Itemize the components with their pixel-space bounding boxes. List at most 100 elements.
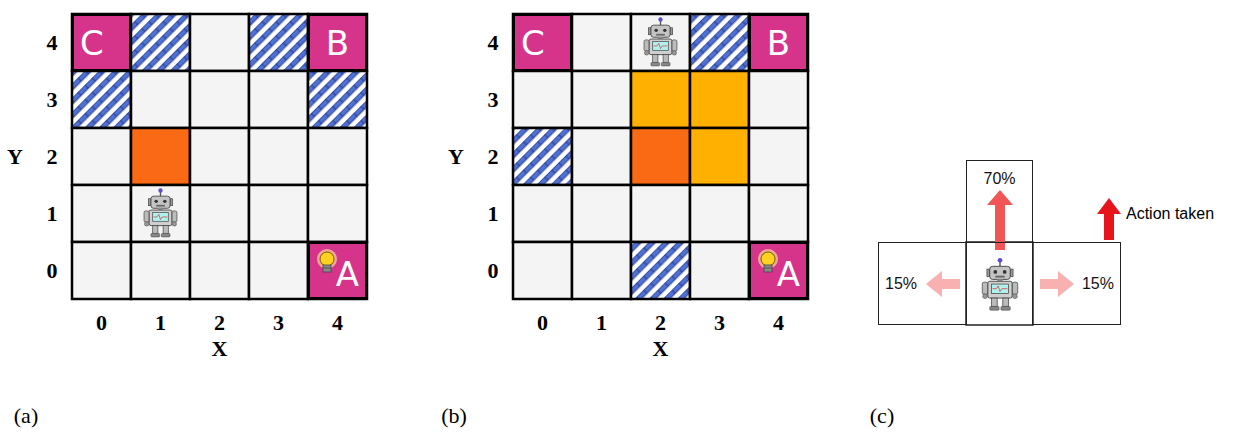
grid-cell: [72, 128, 131, 185]
tick-label: 3: [488, 89, 499, 111]
goal-cell: [308, 242, 367, 299]
probability-text: 15%: [1082, 276, 1114, 292]
panel-label: (b): [441, 405, 467, 427]
axis-label: Y: [7, 146, 23, 168]
tick-label: 1: [596, 312, 607, 334]
slip-arrow: [1040, 271, 1074, 297]
robot-icon: [644, 17, 677, 66]
grid-cell: [72, 242, 131, 299]
probability-text: 70%: [983, 171, 1015, 187]
tick-label: 1: [47, 203, 58, 225]
grid-cell: [572, 128, 631, 185]
tick-label: 2: [655, 312, 666, 334]
legend-arrow: [1097, 198, 1121, 240]
obstacle-cell: [690, 14, 749, 71]
goal-cell: [749, 14, 808, 71]
tick-label: 3: [273, 312, 284, 334]
tick-label: 3: [714, 312, 725, 334]
grid-cell: [690, 185, 749, 242]
grid-cell: [572, 185, 631, 242]
goal-cell-box: B: [749, 14, 808, 71]
grid-cell: [690, 242, 749, 299]
grid-cell: [631, 14, 690, 71]
grid-cell: [249, 128, 308, 185]
grid-cell: [749, 185, 808, 242]
cell-letter: A: [336, 257, 359, 291]
goal-cell-box: B: [308, 14, 367, 71]
tick-label: 4: [488, 32, 499, 54]
slip-arrow: [926, 271, 960, 297]
grid-cell: [190, 128, 249, 185]
grid-cell: [249, 185, 308, 242]
grid-cell: [131, 71, 190, 128]
axis-label: X: [212, 338, 228, 360]
grid-cell: [513, 71, 572, 128]
neighbour-cell: [631, 71, 690, 128]
obstacle-cell: [131, 14, 190, 71]
grid-cell: [749, 71, 808, 128]
tick-label: 0: [96, 312, 107, 334]
grid-cell: [190, 14, 249, 71]
cell-letter: B: [767, 26, 790, 60]
probability-box: 15%: [878, 242, 967, 325]
robot-cell: [966, 242, 1033, 325]
tick-label: 1: [155, 312, 166, 334]
highlight-cell: [631, 128, 690, 185]
probability-box: 15%: [1032, 242, 1121, 325]
highlight-cell: [131, 128, 190, 185]
cell-letter: A: [777, 257, 800, 291]
axis-label: X: [653, 338, 669, 360]
grid-cell: [308, 128, 367, 185]
grid-cell: [190, 71, 249, 128]
neighbour-cell: [690, 71, 749, 128]
grid-cell: [190, 185, 249, 242]
obstacle-cell: [249, 14, 308, 71]
grid-cell: [572, 14, 631, 71]
grid-cell: [749, 128, 808, 185]
tick-label: 2: [488, 146, 499, 168]
obstacle-cell: [72, 71, 131, 128]
axis-label: Y: [448, 146, 464, 168]
goal-cell: [72, 14, 131, 71]
legend-text: Action taken: [1126, 206, 1214, 222]
grid-cell: [249, 71, 308, 128]
tick-label: 2: [214, 312, 225, 334]
tick-label: 4: [332, 312, 343, 334]
obstacle-cell: [308, 71, 367, 128]
tick-label: 1: [488, 203, 499, 225]
tick-label: 0: [488, 260, 499, 282]
grid-cell: [513, 185, 572, 242]
tick-label: 0: [47, 260, 58, 282]
goal-cell: [749, 242, 808, 299]
probability-box: 70%: [966, 160, 1033, 243]
robot-icon: [144, 188, 177, 237]
panel-label: (c): [870, 405, 894, 427]
goal-cell-box: A: [749, 242, 808, 299]
tick-label: 4: [47, 32, 58, 54]
tick-label: 4: [773, 312, 784, 334]
goal-cell-box: C: [513, 14, 572, 71]
grid-cell: [308, 185, 367, 242]
neighbour-cell: [690, 128, 749, 185]
tick-label: 3: [47, 89, 58, 111]
grid-cell: [572, 242, 631, 299]
grid-cell: [572, 71, 631, 128]
grid-cell: [72, 185, 131, 242]
probability-text: 15%: [885, 276, 917, 292]
obstacle-cell: [513, 128, 572, 185]
cell-letter: C: [80, 26, 104, 60]
grid-cell: [131, 185, 190, 242]
grid-cell: [631, 185, 690, 242]
grid-cell: [249, 242, 308, 299]
panel-label: (a): [14, 405, 38, 427]
grid-cell: [131, 242, 190, 299]
goal-cell-box: A: [308, 242, 367, 299]
goal-cell: [308, 14, 367, 71]
obstacle-cell: [631, 242, 690, 299]
goal-cell: [513, 14, 572, 71]
cell-letter: C: [521, 26, 545, 60]
grid-cell: [513, 242, 572, 299]
intended-arrow: [987, 190, 1013, 250]
cell-letter: B: [326, 26, 349, 60]
